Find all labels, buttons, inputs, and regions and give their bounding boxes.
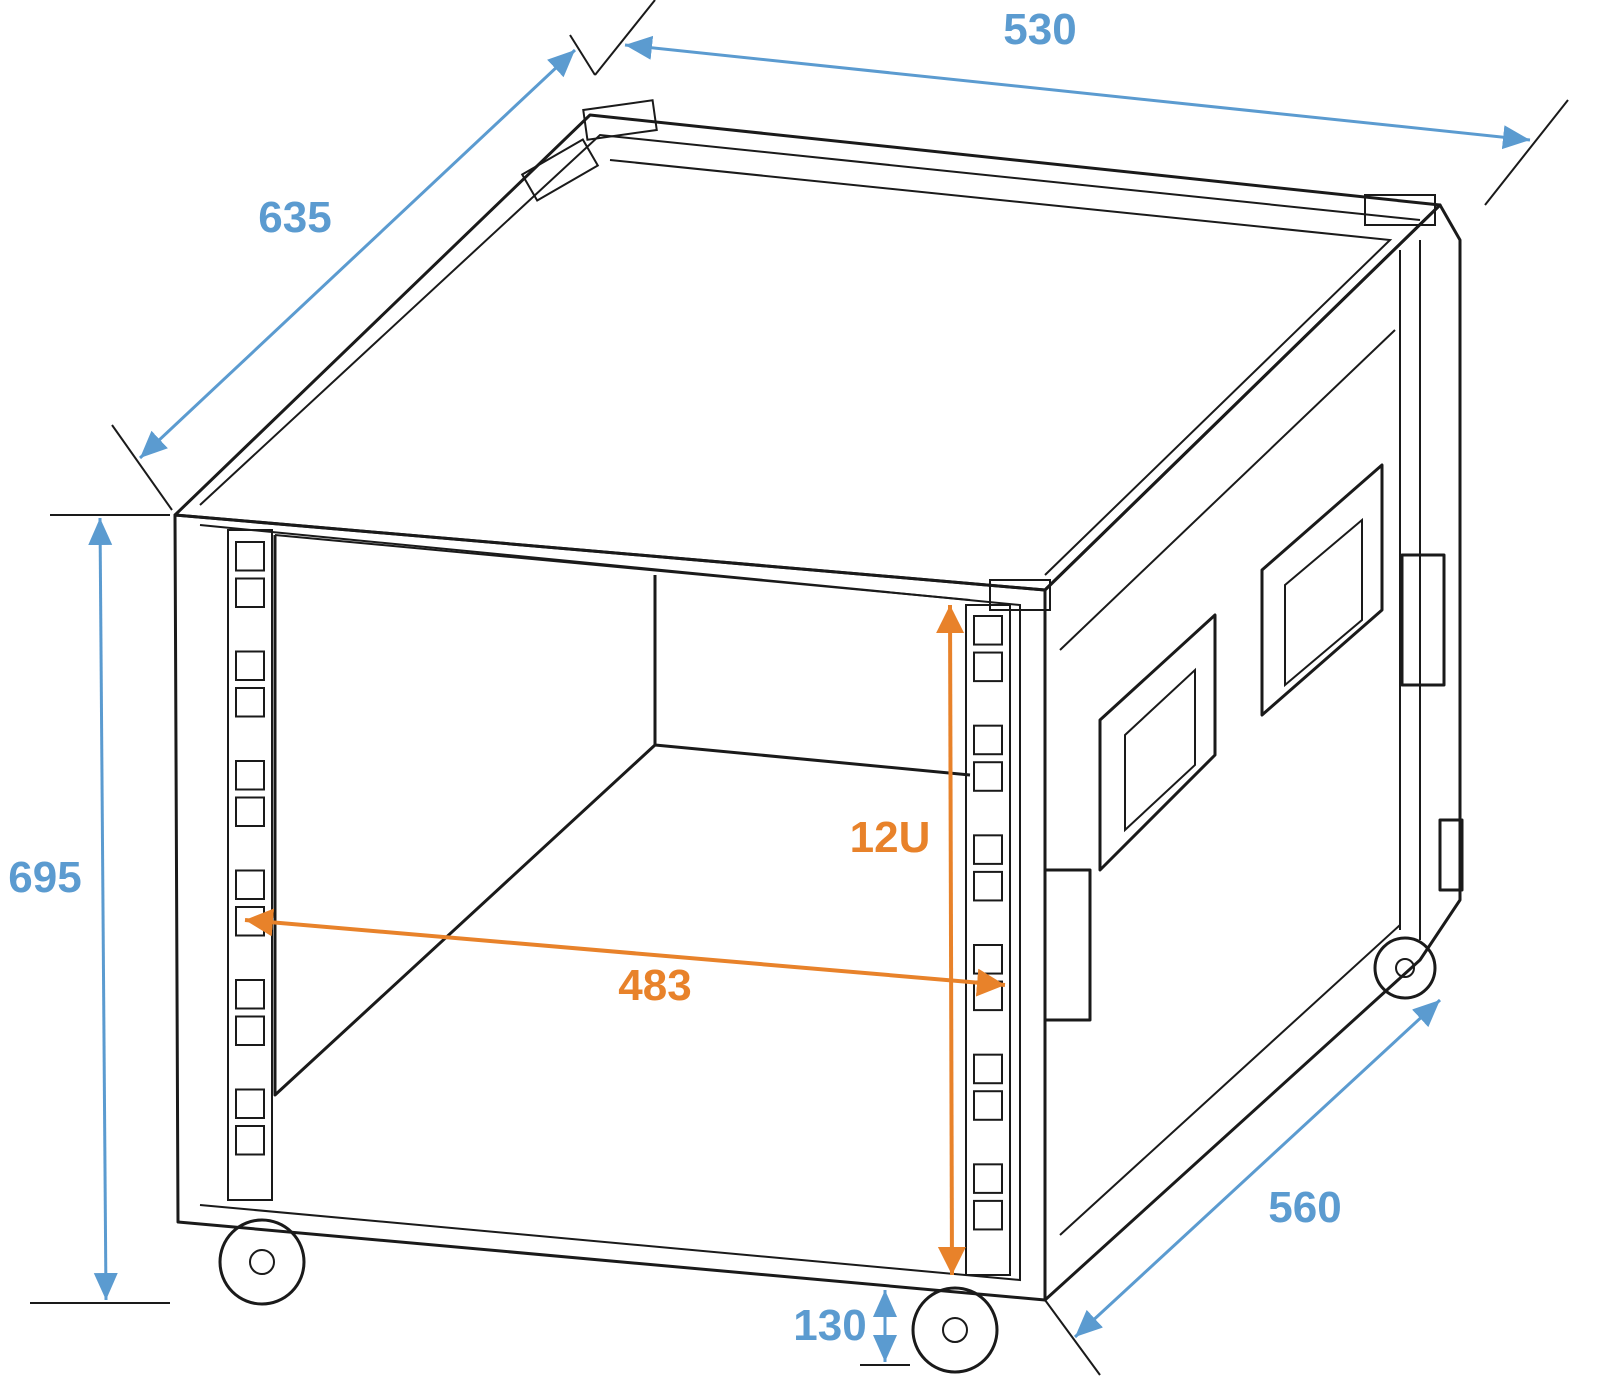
rack-hole [973,944,1003,975]
side-handle [1098,613,1217,872]
rack-holes-right [973,615,1003,1231]
latch [1400,553,1446,687]
dim-560: 560 [1044,998,1442,1376]
dim-label-560: 560 [1268,1183,1341,1232]
rack-hole [973,1053,1003,1085]
dim-530: 530 [569,0,1569,206]
caster-wheel [1373,936,1437,1000]
latch [1043,868,1092,1022]
side-face [1043,203,1462,1302]
rack-hole [235,1015,265,1046]
rack-hole [973,651,1003,683]
dim-label-130: 130 [793,1301,866,1350]
rack-hole [235,1088,265,1119]
rack-hole [235,979,265,1010]
rack-hole [235,869,265,900]
side-handle [1260,463,1384,717]
dim-130: 130 [793,1290,910,1366]
front-frame [173,513,1047,1302]
rack-hole [973,615,1003,646]
dim-label-483: 483 [618,961,691,1010]
rack-hole [973,1090,1003,1121]
dim-483: 483 [244,908,1006,1010]
rack-hole [235,1125,265,1156]
rack-holes-left [235,541,265,1156]
caster-wheel [218,1218,306,1306]
dim-695: 695 [8,514,170,1304]
rack-hole [973,1163,1003,1194]
dim-label-12u: 12U [850,813,931,862]
rack-hole [973,834,1003,865]
dim-12u: 12U [850,604,966,1276]
rack-hole [235,760,265,791]
latch [1438,818,1464,892]
rack-hole [973,724,1003,756]
dim-635: 635 [111,48,577,511]
rack-hole [973,761,1003,792]
caster-wheel [911,1286,999,1374]
rack-hole [973,1199,1003,1231]
dim-label-635: 635 [258,193,331,242]
rack-hole [235,687,265,718]
rack-hole [973,870,1003,902]
dim-label-530: 530 [1003,5,1076,54]
rack-hole [235,577,265,608]
dim-label-695: 695 [8,853,81,902]
rack-hole [235,541,265,572]
rack-hole [235,796,265,827]
case-body [173,99,1464,1374]
rack-hole [235,650,265,681]
